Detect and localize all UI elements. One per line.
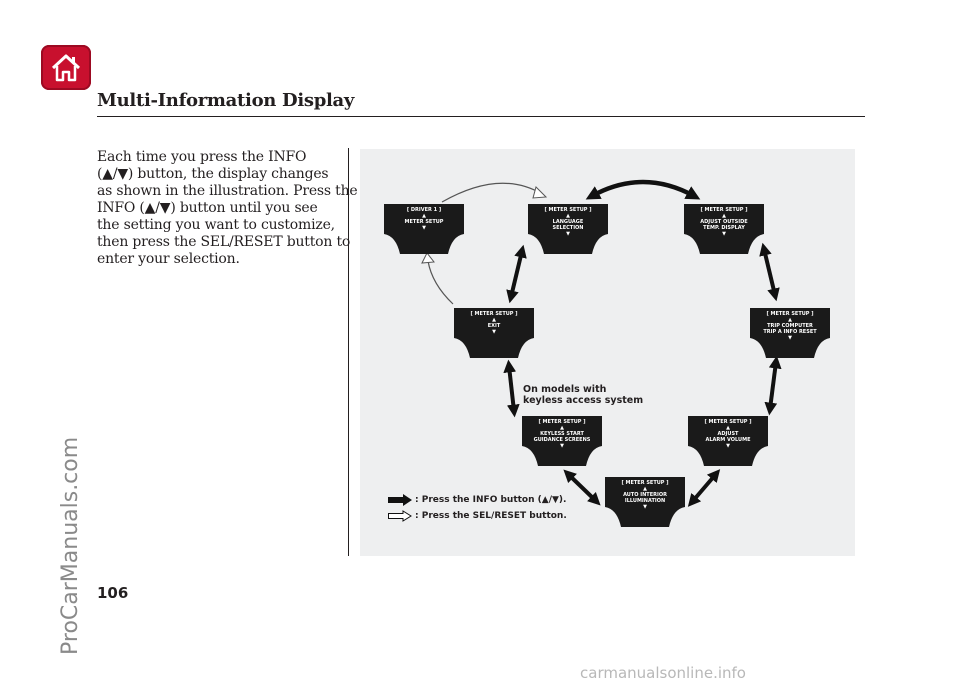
screen-header: [ METER SETUP ] [621,480,669,486]
screen-down-arrow: ▼ [722,231,726,237]
info-arrow-language-temp [585,179,701,200]
info-arrow-temp-trip [759,242,780,302]
title-divider [97,116,865,117]
screen-label: TEMP. DISPLAY [703,225,745,231]
screen-trip-computer: [ METER SETUP ] ▲ TRIP COMPUTER TRIP A I… [750,308,830,358]
screen-up-arrow: ▲ [726,425,730,431]
screen-label: EXIT [487,323,501,329]
screen-label: METER SETUP [404,219,444,225]
screen-language-selection: [ METER SETUP ] ▲ LANGUAGE SELECTION ▼ [528,204,608,254]
screen-down-arrow: ▼ [643,504,647,510]
body-line: INFO (▲/▼) button until you see [97,200,318,216]
screen-header: [ METER SETUP ] [704,419,752,425]
screen-up-arrow: ▲ [788,317,792,323]
sel-arrow-exit-to-driver-head [421,252,435,264]
screen-up-arrow: ▲ [560,425,564,431]
screen-adjust-outside-temp: [ METER SETUP ] ▲ ADJUST OUTSIDE TEMP. D… [684,204,764,254]
side-watermark: ProCarManuals.com [58,436,83,655]
info-arrow-keyless-illum [563,469,601,506]
screen-label: ALARM VOLUME [705,437,751,443]
screen-down-arrow: ▼ [560,443,564,449]
body-line: then press the SEL/RESET button to [97,234,351,250]
screen-header: [ METER SETUP ] [700,207,748,213]
screen-down-arrow: ▼ [726,443,730,449]
info-arrow-trip-alarm [764,355,782,416]
body-line: as shown in the illustration. Press the [97,183,358,199]
screen-label: ILLUMINATION [624,498,666,504]
legend-sel: : Press the SEL/RESET button. [388,510,567,522]
info-arrow-illum-alarm [687,469,721,507]
screen-down-arrow: ▼ [788,335,792,341]
screen-header: [ METER SETUP ] [766,311,814,317]
screen-header: [ METER SETUP ] [538,419,586,425]
screen-up-arrow: ▲ [422,213,426,219]
illustration-panel: [ DRIVER 1 ] ▲ METER SETUP ▼ [ METER SET… [360,149,855,556]
screen-label: KEYLESS START [540,431,584,437]
screen-down-arrow: ▼ [492,329,496,335]
note-line: keyless access system [523,395,644,406]
bottom-watermark: carmanualsonline.info [580,664,746,682]
screen-label: ADJUST [717,431,739,437]
sel-arrow-driver-to-language [441,182,543,203]
screen-driver-meter-setup: [ DRIVER 1 ] ▲ METER SETUP ▼ [384,204,464,254]
screen-exit: [ METER SETUP ] ▲ EXIT ▼ [454,308,534,358]
screen-label: LANGUAGE [552,219,584,225]
solid-arrow-icon [388,494,412,506]
screen-label: SELECTION [552,225,584,231]
home-button[interactable] [41,45,91,90]
screen-adjust-alarm-volume: [ METER SETUP ] ▲ ADJUST ALARM VOLUME ▼ [688,416,768,466]
sel-arrow-driver-to-language-head [532,186,548,199]
body-line: (▲/▼) button, the display changes [97,166,329,182]
screen-up-arrow: ▲ [566,213,570,219]
screen-header: [ METER SETUP ] [470,311,518,317]
keyless-note: On models with keyless access system [523,384,643,406]
section-title: Multi-Information Display [97,90,355,111]
column-divider [348,148,349,556]
screen-label: TRIP COMPUTER [767,323,813,329]
screen-header: [ DRIVER 1 ] [406,207,442,213]
page-number: 106 [97,584,129,602]
screen-header: [ METER SETUP ] [544,207,592,213]
screen-down-arrow: ▼ [422,225,426,231]
info-arrow-language-exit [506,244,527,304]
screen-keyless-start-guidance: [ METER SETUP ] ▲ KEYLESS START GUIDANCE… [522,416,602,466]
legend-info: : Press the INFO button (▲/▼). [388,494,566,506]
screen-label: TRIP A INFO RESET [763,329,817,335]
arrow-layer [421,179,782,507]
home-icon [51,54,81,81]
info-arrow-exit-keyless [503,359,520,418]
screen-up-arrow: ▲ [722,213,726,219]
screen-up-arrow: ▲ [643,486,647,492]
screen-label: AUTO INTERIOR [623,492,667,498]
screen-up-arrow: ▲ [492,317,496,323]
screen-label: GUIDANCE SCREENS [533,437,591,443]
body-text: Each time you press the INFO (▲/▼) butto… [97,149,358,268]
legend-sel-text: : Press the SEL/RESET button. [415,511,567,521]
outline-arrow-icon [388,510,412,522]
screen-auto-interior-illumination: [ METER SETUP ] ▲ AUTO INTERIOR ILLUMINA… [605,477,685,527]
body-line: Each time you press the INFO [97,149,307,165]
screen-label: ADJUST OUTSIDE [700,219,748,225]
body-line: enter your selection. [97,251,240,267]
sel-arrow-exit-to-driver [427,260,454,305]
note-line: On models with [523,384,607,395]
body-line: the setting you want to customize, [97,217,335,233]
screen-down-arrow: ▼ [566,231,570,237]
legend-info-text: : Press the INFO button (▲/▼). [415,495,567,505]
